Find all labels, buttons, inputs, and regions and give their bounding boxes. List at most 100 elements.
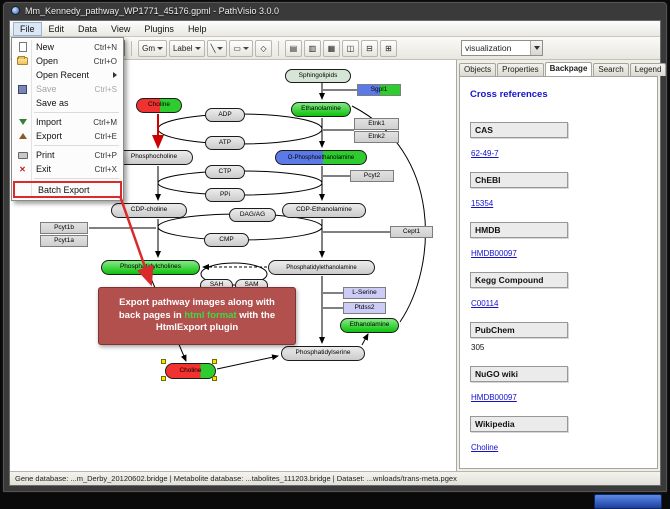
distribute-button[interactable]: ⊞ (379, 39, 397, 57)
node-cdp-choline[interactable]: CDP-choline (111, 203, 187, 218)
window-title: Mm_Kennedy_pathway_WP1771_45176.gpml - P… (25, 5, 279, 16)
align-left-button[interactable]: ▤ (284, 39, 302, 57)
node-phosphatidylethanolamine[interactable]: Phosphatidylethanolamine (268, 260, 375, 275)
node-phosphatidylserine[interactable]: Phosphatidylserine (281, 346, 365, 361)
menu-file[interactable]: File (13, 21, 42, 36)
dropdown-icon (217, 46, 224, 50)
file-menu-new[interactable]: New Ctrl+N (13, 40, 122, 54)
node-choline-selected[interactable]: Choline (165, 363, 216, 379)
tab-legend[interactable]: Legend (629, 63, 667, 76)
file-menu-print[interactable]: Print Ctrl+P (13, 148, 122, 162)
node-dag[interactable]: DAG/AG (229, 208, 276, 222)
visualization-select[interactable]: visualization (461, 40, 543, 56)
file-menu-exit[interactable]: ✕ Exit Ctrl+X (19, 164, 117, 174)
node-etnk1[interactable]: Etnk1 (354, 118, 399, 130)
tab-backpage[interactable]: Backpage (544, 62, 593, 76)
stack-horizontal-button[interactable]: ⊟ (360, 39, 378, 57)
titlebar[interactable]: Mm_Kennedy_pathway_WP1771_45176.gpml - P… (3, 2, 667, 19)
app-icon (11, 6, 20, 15)
file-menu-save[interactable]: Save Ctrl+S (13, 82, 122, 96)
selection-handle[interactable] (161, 359, 166, 364)
selection-handle[interactable] (161, 376, 166, 381)
menu-separator (34, 112, 119, 113)
xref-link-nugo[interactable]: HMDB00097 (471, 393, 517, 402)
xref-link-wikipedia[interactable]: Choline (471, 443, 499, 452)
node-choline-top[interactable]: Choline (136, 98, 182, 113)
file-menu-open-recent[interactable]: Open Recent (13, 68, 122, 82)
submenu-arrow-icon (113, 72, 117, 78)
template-tool-button[interactable]: ◇ (254, 39, 272, 57)
save-icon (18, 84, 27, 94)
xref-section-nugo: NuGO wiki (470, 366, 568, 382)
node-etnk2[interactable]: Etnk2 (354, 131, 399, 143)
annotation-callout: Export pathway images along with back pa… (98, 287, 296, 345)
xref-section-kegg: Kegg Compound (470, 272, 568, 288)
xref-link-kegg[interactable]: C00114 (471, 299, 499, 308)
xref-link-chebi[interactable]: 15354 (471, 199, 494, 208)
open-folder-icon (17, 56, 28, 65)
selection-handle[interactable] (212, 376, 217, 381)
node-pcyt2[interactable]: Pcyt2 (350, 170, 394, 182)
node-ethanolamine[interactable]: Ethanolamine (291, 102, 351, 117)
node-l-serine[interactable]: L-Serine (343, 287, 386, 299)
file-menu-batch-export[interactable]: Batch Export (13, 181, 122, 198)
visualization-dropdown-icon[interactable] (530, 41, 542, 55)
file-menu-save-as[interactable]: Save as (36, 98, 69, 108)
backpage-panel: Cross references CAS 62-49-7 ChEBI 15354… (459, 76, 658, 469)
toolbar-separator (131, 40, 133, 56)
file-menu-open[interactable]: Open Ctrl+O (13, 54, 122, 68)
xref-section-pubchem: PubChem (470, 322, 568, 338)
tab-objects[interactable]: Objects (459, 63, 497, 76)
file-menu-import[interactable]: Import Ctrl+M (13, 115, 122, 129)
xref-link-hmdb[interactable]: HMDB00097 (471, 249, 517, 258)
node-o-phosphoethanolamine[interactable]: O-Phosphoethanolamine (275, 150, 367, 165)
shape-tool-button[interactable]: ▭ (229, 39, 253, 57)
node-cdp-ethanolamine[interactable]: CDP-Ethanolamine (282, 203, 366, 218)
line-tool-button[interactable]: ╲ (206, 39, 228, 57)
node-cmp[interactable]: CMP (204, 233, 249, 247)
menu-data[interactable]: Data (78, 23, 98, 34)
export-icon (18, 133, 27, 139)
menu-edit[interactable]: Edit (48, 23, 65, 34)
node-ethanolamine-2[interactable]: Ethanolamine (340, 318, 399, 333)
datanode-tool-button[interactable]: Gm (138, 39, 167, 57)
node-atp[interactable]: ATP (205, 136, 245, 150)
node-cept1[interactable]: Cept1 (390, 226, 433, 238)
align-center-button[interactable]: ▥ (303, 39, 321, 57)
menu-separator (34, 145, 119, 146)
background-window-fragment (594, 494, 662, 509)
print-icon (17, 151, 28, 159)
node-pcyt1a[interactable]: Pcyt1a (40, 235, 88, 247)
align-right-button[interactable]: ▦ (322, 39, 340, 57)
import-icon (18, 119, 27, 125)
node-ctp[interactable]: CTP (205, 165, 245, 179)
node-ptdss2[interactable]: Ptdss2 (343, 302, 386, 314)
align-center-icon: ▥ (308, 43, 317, 53)
xref-value-pubchem: 305 (471, 343, 485, 352)
selection-handle[interactable] (212, 359, 217, 364)
file-menu-export[interactable]: Export Ctrl+E (13, 129, 122, 143)
xref-link-cas[interactable]: 62-49-7 (471, 149, 499, 158)
tab-properties[interactable]: Properties (497, 63, 544, 76)
label-tool-button[interactable]: Label (168, 39, 205, 57)
menu-help[interactable]: Help (187, 23, 207, 34)
xref-section-chebi: ChEBI (470, 172, 568, 188)
pathway-canvas[interactable]: Sphingolipids Sgpl1 Choline Ethanolamine… (10, 60, 457, 471)
menu-plugins[interactable]: Plugins (144, 23, 174, 34)
tab-search[interactable]: Search (593, 63, 629, 76)
node-adp[interactable]: ADP (205, 108, 245, 122)
side-panel-tabs: Objects Properties Backpage Search Legen… (457, 60, 667, 76)
node-phosphocholine[interactable]: Phosphocholine (115, 150, 193, 165)
node-phosphatidylcholines[interactable]: Phosphatidylcholines (101, 260, 200, 275)
xref-section-cas: CAS (470, 122, 568, 138)
menubar: File Edit Data View Plugins Help New Ctr… (10, 21, 660, 201)
status-text: Gene database: ...m_Derby_20120602.bridg… (15, 474, 457, 483)
node-sphingolipids[interactable]: Sphingolipids (285, 69, 351, 83)
app-window: Mm_Kennedy_pathway_WP1771_45176.gpml - P… (2, 1, 668, 493)
stack-vertical-button[interactable]: ◫ (341, 39, 359, 57)
xref-section-hmdb: HMDB (470, 222, 568, 238)
node-pcyt1b[interactable]: Pcyt1b (40, 222, 88, 234)
node-sgpl1[interactable]: Sgpl1 (357, 84, 401, 96)
menu-view[interactable]: View (111, 23, 131, 34)
node-ppi[interactable]: PPi (205, 188, 245, 202)
